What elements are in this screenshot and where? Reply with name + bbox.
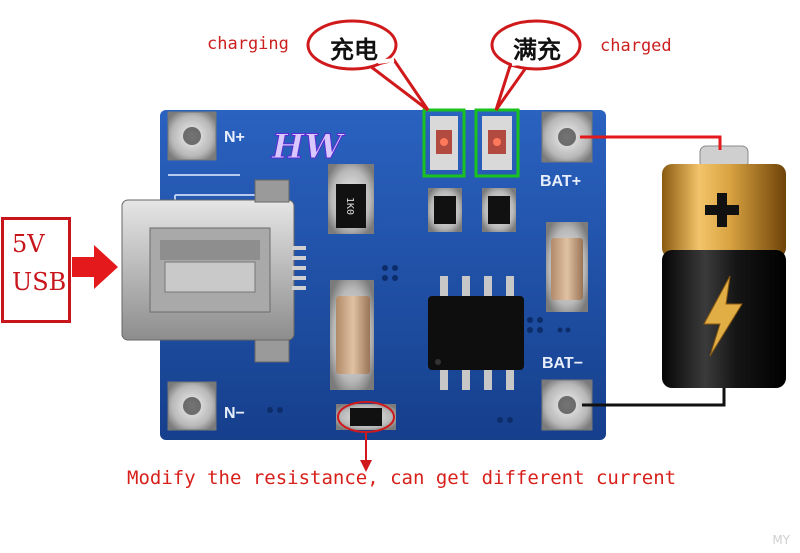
charger-ic [428,276,524,390]
input-type-label: USB [12,268,67,296]
battery [662,145,786,388]
charged-label: charged [600,36,672,56]
n-plus-label: N+ [224,129,245,146]
resistor-note: Modify the resistance, can get different… [127,467,677,489]
arrow-right-icon [72,245,118,289]
pad-n-plus [167,111,217,161]
n-minus-label: N− [224,405,245,422]
program-resistor [336,401,396,433]
mini-usb-connector [121,179,306,363]
wire-negative [582,388,726,407]
watermark: MY [772,533,790,547]
input-voltage-label: 5V [12,230,45,258]
capacitor-c2 [546,222,588,312]
led-charged [474,108,520,178]
resistor-r3 [482,188,516,232]
pad-n-minus [167,381,217,431]
resistor-note-arrow [360,432,372,472]
board-logo: HW [271,127,345,167]
resistor-r2 [428,188,462,232]
plus-icon [705,193,739,227]
pad-bat-minus [541,379,593,431]
callout-charging [306,19,430,112]
led-charging [422,108,466,178]
bat-plus-label: BAT+ [540,173,581,190]
charged-cn-label: 满充 [513,36,561,64]
input-box: 5V USB [1,217,71,323]
resistor-r1: 1K0 [328,164,374,234]
charging-cn-label: 充电 [330,36,378,64]
capacitor-c1 [330,280,374,390]
callout-charged [490,19,582,111]
bat-minus-label: BAT− [542,355,583,372]
vias [267,265,571,423]
svg-text:1K0: 1K0 [344,197,355,215]
charging-label: charging [207,34,289,54]
lightning-bolt-icon [703,275,743,357]
wire-positive [580,135,722,150]
